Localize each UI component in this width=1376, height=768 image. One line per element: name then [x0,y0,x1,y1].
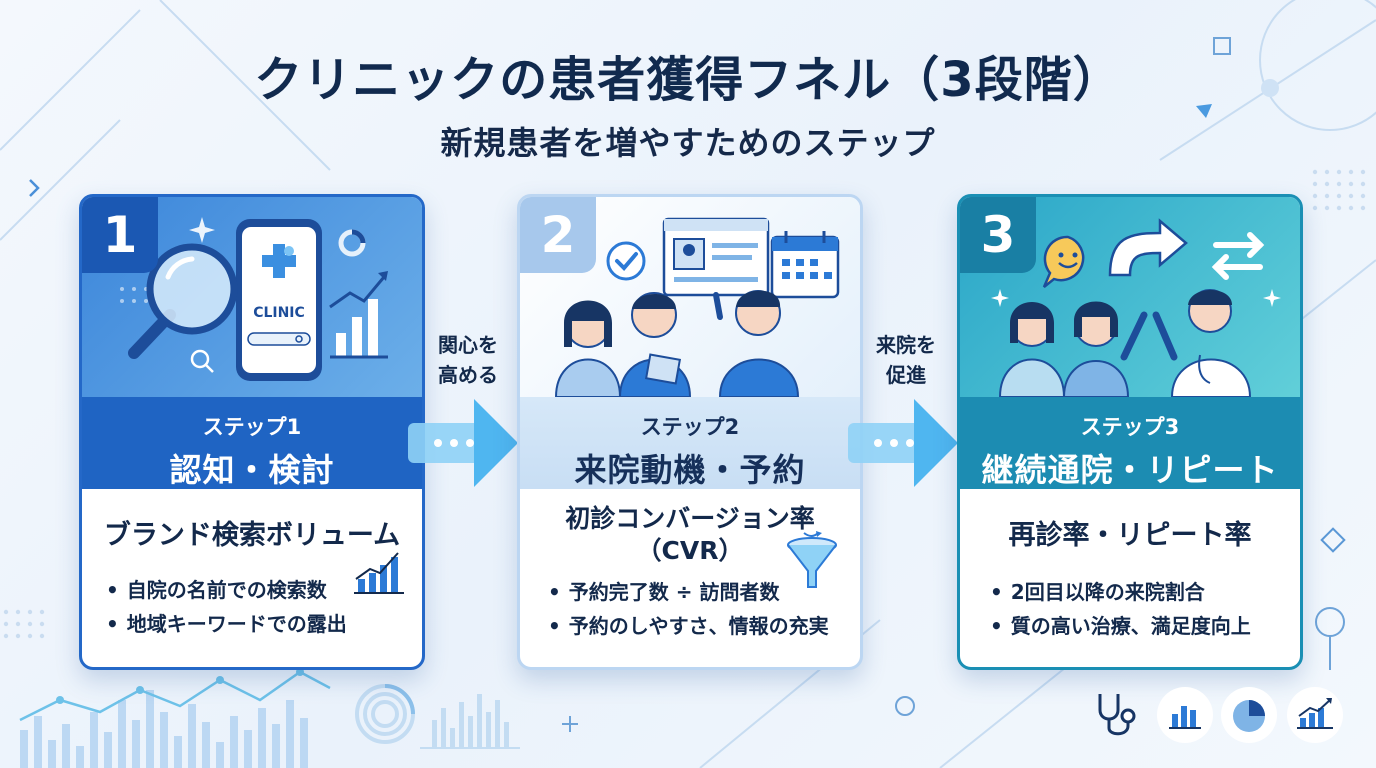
step-card-1: CLINIC 1 ステップ1 認知・検討 ブランド検索ボリューム 自院の名前での… [79,194,425,670]
kpi-bullets: 自院の名前での検索数 地域キーワードでの露出 [106,573,347,641]
magnifier-icon [128,243,238,359]
step-number-badge: 3 [960,197,1036,273]
page-title: クリニックの患者獲得フネル（3段階） [254,52,1122,108]
kpi-bullet: 2回目以降の来院割合 [990,575,1251,609]
kpi-title-line: （CVR） [636,536,744,565]
growth-chart-icon [329,271,388,359]
kpi-bullet: 予約のしやすさ、情報の充実 [548,609,829,643]
dots-decoration [120,287,148,303]
connector-line: 来院を [876,333,936,357]
arrow-right-icon [408,399,518,487]
kpi-bullet: 自院の名前での検索数 [106,573,347,607]
bar-chart-icon [1157,687,1213,743]
sparkle-icon [189,217,215,243]
stage-name: 来院動機・予約 [574,451,806,489]
step-body: 再診率・リピート率 2回目以降の来院割合 質の高い治療、満足度向上 [960,489,1300,667]
kpi-bullets: 2回目以降の来院割合 質の高い治療、満足度向上 [990,575,1251,643]
kpi-bullet: 質の高い治療、満足度向上 [990,609,1251,643]
kpi-title: 初診コンバージョン率 （CVR） [520,503,860,567]
step-body: 初診コンバージョン率 （CVR） 予約完了数 ÷ 訪問者数 予約のしやすさ、情報… [520,489,860,667]
step-body: ブランド検索ボリューム 自院の名前での検索数 地域キーワードでの露出 [82,489,422,667]
connector-label-1: 関心を 高める [413,330,523,390]
stethoscope-icon [1098,694,1136,736]
step-2-illustration [520,197,860,398]
kpi-bullet: 予約完了数 ÷ 訪問者数 [548,575,829,609]
connector-line: 関心を [438,333,498,357]
clinic-label: CLINIC [253,305,305,321]
step-label: ステップ3 [1080,415,1180,439]
sparkle-icon [991,289,1281,307]
connector-label-2: 来院を 促進 [851,330,961,390]
kpi-title-line: 初診コンバージョン率 [565,504,815,533]
connector-line: 高める [438,363,498,387]
step-1-illustration: CLINIC [82,197,422,397]
donut-chart-icon [338,229,366,257]
people-illustration [998,289,1252,398]
return-arrow-icon [1108,218,1188,277]
people-illustration [554,290,800,398]
step-number-badge: 1 [82,197,158,273]
profile-card-icon [662,217,770,297]
step-label: ステップ1 [202,415,302,439]
growth-chart-icon [1287,687,1343,743]
page-subtitle: 新規患者を増やすためのステップ [440,124,936,162]
check-icon [606,241,646,281]
kpi-title: ブランド検索ボリューム [103,520,401,551]
step-header-band: ステップ1 認知・検討 [82,397,422,489]
smartphone-icon [236,219,322,381]
step-header-band: ステップ2 来院動機・予約 [520,397,860,489]
step-number-badge: 2 [520,197,596,273]
pie-chart-icon [1221,687,1277,743]
funnel-icon [787,531,837,588]
arrow-right-icon [848,399,958,487]
step-card-3: 3 ステップ3 継続通院・リピート 再診率・リピート率 2回目以降の来院割合 質… [957,194,1303,670]
small-search-icon [190,349,214,373]
stage-name: 認知・検討 [169,451,335,489]
kpi-title: 再診率・リピート率 [1008,520,1252,551]
smile-icon [1042,235,1085,288]
calendar-icon [770,231,840,299]
step-header-band: ステップ3 継続通院・リピート [960,397,1300,489]
connector-line: 促進 [886,363,926,387]
repeat-icon [1211,232,1265,280]
kpi-bullet: 地域キーワードでの露出 [106,607,347,641]
step-label: ステップ2 [640,415,740,439]
step-card-2: 2 ステップ2 来院動機・予約 初診コンバージョン率 （CVR） 予約完了数 ÷… [517,194,863,670]
bar-chart-icon [354,552,404,594]
stage-name: 継続通院・リピート [981,451,1279,489]
kpi-bullets: 予約完了数 ÷ 訪問者数 予約のしやすさ、情報の充実 [548,575,829,643]
